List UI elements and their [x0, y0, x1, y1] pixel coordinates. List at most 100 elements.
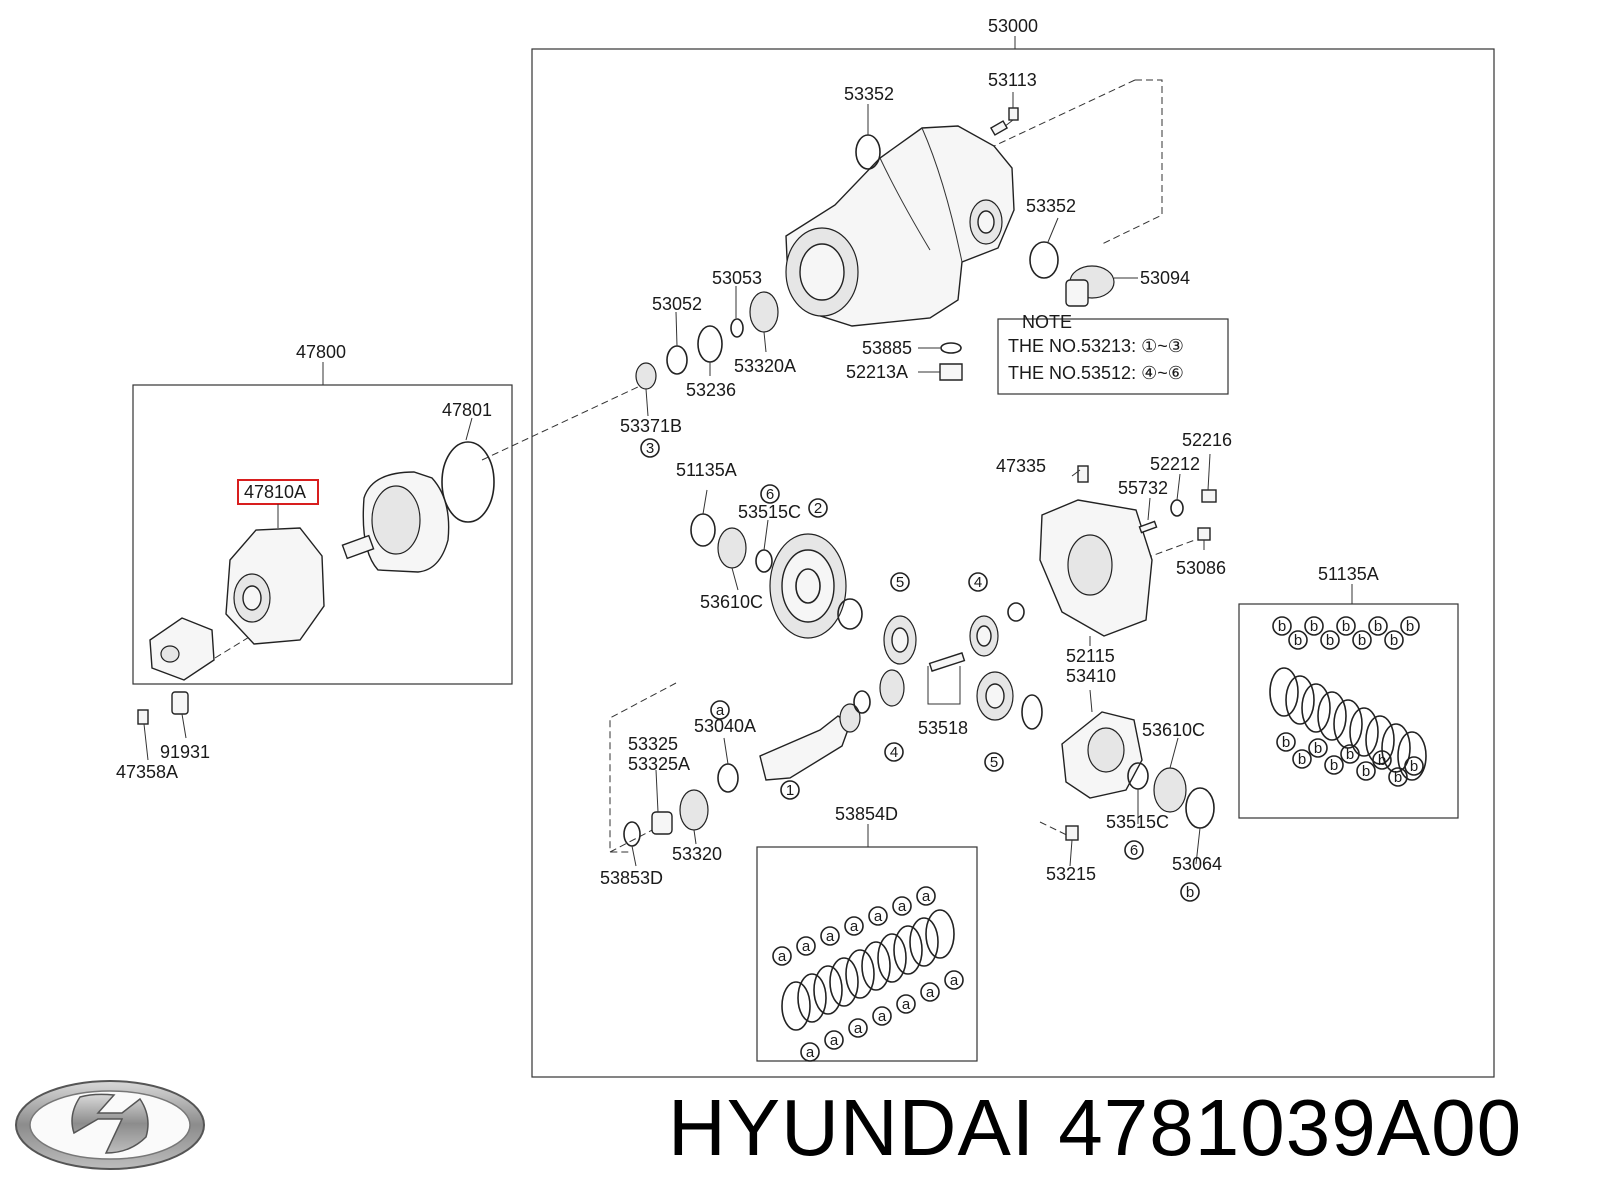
kit-a-marker-top-1: a	[796, 936, 816, 956]
ring-gear	[769, 533, 847, 639]
shim-53040A	[853, 690, 871, 714]
circled-markers: 3 6 2 5 4 4 5 1 6 a b	[640, 438, 1200, 902]
svg-text:b: b	[1186, 884, 1194, 901]
kit-b-marker-top-0: b	[1272, 616, 1292, 636]
shim-53853D	[623, 821, 641, 847]
svg-text:b: b	[1326, 632, 1334, 649]
washer-ring-gear-right	[837, 598, 863, 630]
note-title: NOTE	[1022, 312, 1072, 332]
washer-53040A-lower	[717, 763, 739, 793]
spacer-53236	[697, 325, 723, 363]
kit-b-shims	[1269, 667, 1427, 781]
pin-55732	[1138, 520, 1158, 534]
marker-6-right: 6	[1124, 840, 1144, 860]
label-53515C-right: 53515C	[1106, 812, 1169, 832]
svg-text:a: a	[922, 888, 931, 905]
label-53053: 53053	[712, 268, 762, 288]
svg-text:b: b	[1346, 746, 1354, 763]
svg-text:a: a	[854, 1020, 863, 1037]
svg-text:a: a	[898, 898, 907, 915]
label-47801: 47801	[442, 400, 492, 420]
thrust-washer	[1021, 694, 1043, 730]
kit-a-marker-bottom-1: a	[824, 1030, 844, 1050]
washer-right-small	[1007, 602, 1025, 622]
kit-a-marker-top-0: a	[772, 946, 792, 966]
diff-case-53410	[1061, 711, 1143, 799]
label-52216: 52216	[1182, 430, 1232, 450]
label-53854D: 53854D	[835, 804, 898, 824]
label-53064: 53064	[1172, 854, 1222, 874]
svg-text:a: a	[926, 984, 935, 1001]
bracket-47358A	[149, 617, 215, 681]
svg-text:b: b	[1410, 758, 1418, 775]
svg-text:b: b	[1406, 618, 1414, 635]
svg-text:6: 6	[1130, 842, 1138, 859]
transfer-housing-47810A	[225, 527, 325, 645]
label-53515C-left: 53515C	[738, 502, 801, 522]
svg-text:4: 4	[974, 574, 982, 591]
kit-b-marker-top-7: b	[1384, 630, 1404, 650]
svg-text:b: b	[1298, 751, 1306, 768]
label-53086: 53086	[1176, 558, 1226, 578]
kit-a-marker-bottom-0: a	[800, 1042, 820, 1062]
svg-text:b: b	[1342, 618, 1350, 635]
svg-text:a: a	[778, 948, 787, 965]
kit-b-marker-bottom-4: b	[1340, 744, 1360, 764]
carrier-housing	[785, 125, 1015, 327]
ring-53053	[730, 318, 744, 338]
kit-a-marker-top-5: a	[892, 896, 912, 916]
label-53236: 53236	[686, 380, 736, 400]
label-53610C-right: 53610C	[1142, 720, 1205, 740]
note-line1: THE NO.53213: ①~③	[1008, 336, 1184, 356]
svg-text:b: b	[1310, 618, 1318, 635]
sensor-91931	[171, 691, 189, 715]
label-53853D: 53853D	[600, 868, 663, 888]
kit-a-box	[756, 846, 978, 1062]
kit-b-marker-top-3: b	[1320, 630, 1340, 650]
gasket-52212	[1170, 499, 1184, 517]
kit-b-marker-bottom-0: b	[1276, 732, 1296, 752]
label-51135A: 51135A	[676, 460, 737, 480]
side-gear-upper	[883, 615, 917, 665]
kit-a-marker-top-6: a	[916, 886, 936, 906]
label-53094: 53094	[1140, 268, 1190, 288]
marker-3-top: 3	[640, 438, 660, 458]
kit-b-marker-bottom-6: b	[1372, 750, 1392, 770]
shim-51135A	[690, 513, 716, 547]
svg-text:a: a	[830, 1032, 839, 1049]
side-gear-mid	[976, 671, 1014, 721]
label-91931: 91931	[160, 742, 210, 762]
label-53885: 53885	[862, 338, 912, 358]
seal-53352-side	[1029, 241, 1059, 279]
label-53000: 53000	[988, 16, 1038, 36]
kit-b-marker-bottom-7: b	[1388, 767, 1408, 787]
breather-47335	[1077, 465, 1089, 483]
shim-53064	[1185, 787, 1215, 829]
kit-b-marker-top-4: b	[1336, 616, 1356, 636]
rear-cover-52115	[1039, 499, 1153, 637]
svg-text:a: a	[950, 972, 959, 989]
svg-text:6: 6	[766, 486, 774, 503]
svg-text:a: a	[802, 938, 811, 955]
kit-a-marker-bottom-6: a	[944, 970, 964, 990]
bolt-53086	[1197, 527, 1211, 541]
dash-lower-bracket	[609, 682, 677, 853]
svg-text:3: 3	[646, 440, 654, 457]
side-gear-lower	[879, 669, 905, 707]
note-line2: THE NO.53512: ④~⑥	[1008, 363, 1184, 383]
label-53325: 53325	[628, 734, 678, 754]
shaft-53518	[928, 652, 966, 672]
svg-text:b: b	[1362, 763, 1370, 780]
label-47358A: 47358A	[116, 762, 178, 782]
marker-2: 2	[808, 498, 828, 518]
svg-text:5: 5	[896, 574, 904, 591]
svg-text:a: a	[878, 1008, 887, 1025]
label-53610C-left: 53610C	[700, 592, 763, 612]
label-47800: 47800	[296, 342, 346, 362]
marker-4-top: 4	[968, 572, 988, 592]
kit-b-marker-top-8: b	[1400, 616, 1420, 636]
svg-text:b: b	[1390, 632, 1398, 649]
svg-text:a: a	[716, 702, 725, 719]
kit-a-marker-top-2: a	[820, 926, 840, 946]
